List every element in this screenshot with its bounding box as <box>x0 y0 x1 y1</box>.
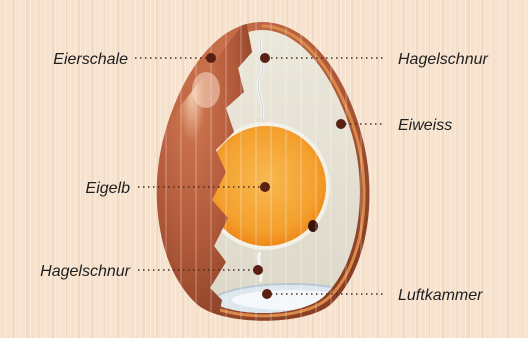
shell-highlight <box>192 72 220 108</box>
label-hagelschnur-bottom: Hagelschnur <box>40 263 131 280</box>
label-eierschale: Eierschale <box>53 51 128 68</box>
label-hagelschnur-top: Hagelschnur <box>398 51 489 68</box>
dot-hagelschnur-top <box>260 53 270 63</box>
dot-eierschale <box>206 53 216 63</box>
label-luftkammer: Luftkammer <box>398 287 483 304</box>
dot-eiweiss <box>336 119 346 129</box>
label-eigelb: Eigelb <box>86 180 131 197</box>
dot-hagelschnur-bottom <box>253 265 263 275</box>
label-eiweiss: Eiweiss <box>398 117 452 134</box>
dot-eigelb <box>260 182 270 192</box>
dot-luftkammer <box>262 289 272 299</box>
